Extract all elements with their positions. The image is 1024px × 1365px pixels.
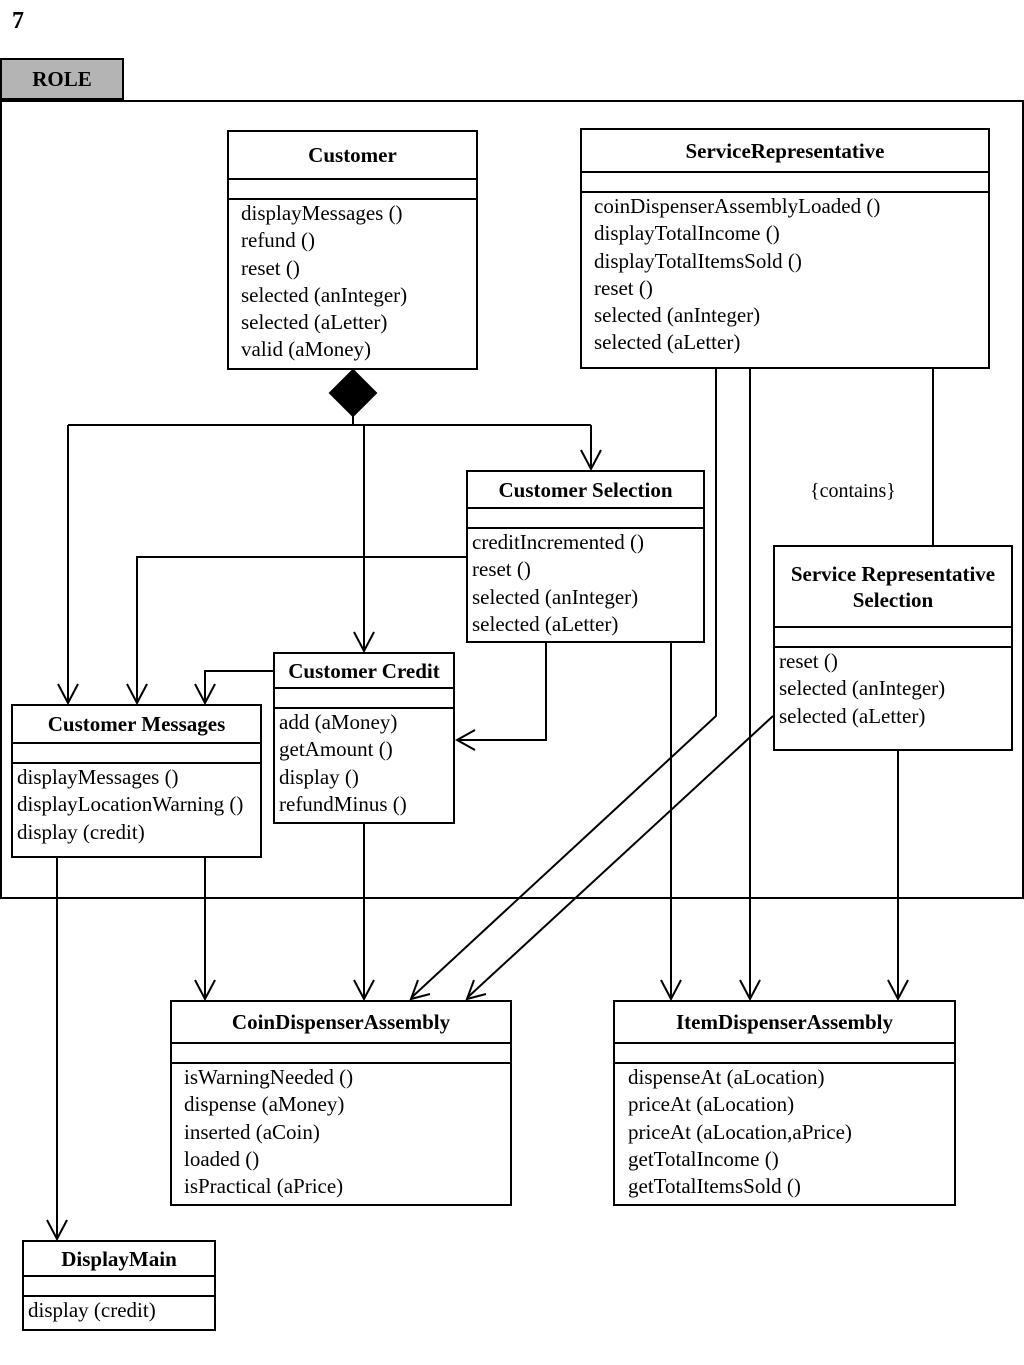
- operation: selected (anInteger): [779, 676, 946, 701]
- operation: refund (): [241, 228, 316, 253]
- attributes-compartment: [229, 180, 476, 200]
- role-tab: ROLE: [0, 58, 124, 100]
- operation: displayMessages (): [241, 201, 403, 225]
- class-customer-selection: Customer Selection creditIncremented () re…: [466, 470, 705, 643]
- attributes-compartment: [468, 509, 703, 529]
- role-boundary: [0, 100, 1024, 899]
- operation: dispense (aMoney): [184, 1092, 345, 1117]
- operations-list: displayMessages ()refund ()reset ()selec…: [229, 200, 476, 364]
- srselection-to-coin-link: [466, 715, 774, 999]
- operation: getAmount (): [279, 737, 393, 762]
- operation: selected (anInteger): [472, 584, 639, 609]
- arrowhead: [409, 979, 431, 1001]
- operations-list: reset () selected (anInteger)selected (aL…: [775, 648, 1011, 730]
- class-name: Customer Credit: [275, 654, 453, 689]
- operations-list: display (credit): [24, 1297, 214, 1324]
- operation: isPractical (aPrice): [184, 1174, 344, 1199]
- operation: priceAt (aLocation): [628, 1092, 795, 1117]
- class-name: DisplayMain: [24, 1242, 214, 1277]
- operation: selected (aLetter): [241, 310, 388, 335]
- attributes-compartment: [615, 1044, 954, 1064]
- operation: dispenseAt (aLocation): [628, 1065, 825, 1089]
- class-service-representative: ServiceRepresentative coinDispenserAssemb…: [580, 128, 990, 369]
- operation: add (aMoney): [279, 710, 398, 734]
- operation: selected (aLetter): [472, 611, 619, 636]
- class-name: ServiceRepresentative: [582, 130, 988, 173]
- operation: reset (): [779, 649, 838, 673]
- operation: coinDispenserAssemblyLoaded (): [594, 194, 881, 218]
- class-customer-credit: Customer Credit add (aMoney) getAmount ()d…: [273, 652, 455, 824]
- class-customer: Customer displayMessages () refund ()reset…: [227, 130, 478, 370]
- operation: creditIncremented (): [472, 530, 644, 554]
- operation: selected (aLetter): [594, 330, 741, 355]
- class-name: Customer Messages: [13, 706, 260, 744]
- arrowhead: [194, 683, 216, 706]
- selection-to-credit-link: [457, 643, 547, 741]
- operations-list: dispenseAt (aLocation) priceAt (aLocation…: [615, 1064, 954, 1200]
- class-service-representative-selection: Service Representative Selection reset ()…: [773, 545, 1013, 751]
- class-display-main: DisplayMain display (credit): [22, 1240, 216, 1331]
- operation: display (credit): [28, 1298, 156, 1322]
- arrowhead: [353, 979, 375, 1002]
- attributes-compartment: [275, 689, 453, 709]
- operations-list: coinDispenserAssemblyLoaded () displayTot…: [582, 193, 988, 357]
- arrowhead: [194, 979, 216, 1002]
- composition-link: [67, 416, 592, 702]
- page-number: 7: [12, 8, 24, 34]
- arrowhead: [46, 1219, 68, 1242]
- operation: priceAt (aLocation,aPrice): [628, 1119, 852, 1144]
- operation: reset (): [472, 557, 531, 582]
- class-name: Service Representative Selection: [775, 547, 1011, 628]
- arrowhead: [739, 979, 761, 1002]
- operation: selected (aLetter): [779, 703, 926, 728]
- operations-list: isWarningNeeded () dispense (aMoney)inser…: [172, 1064, 510, 1200]
- servicerep-to-coin-link: [410, 369, 717, 999]
- arrowhead: [887, 979, 909, 1002]
- operation: loaded (): [184, 1146, 260, 1171]
- operation: inserted (aCoin): [184, 1119, 320, 1144]
- class-coin-dispenser-assembly: CoinDispenserAssembly isWarningNeeded () d…: [170, 1000, 512, 1206]
- operation: displayTotalItemsSold (): [594, 248, 802, 273]
- arrowhead: [454, 729, 476, 751]
- operation: displayTotalIncome (): [594, 221, 780, 246]
- operation: display (credit): [17, 819, 145, 844]
- arrowhead: [57, 683, 79, 706]
- attributes-compartment: [13, 744, 260, 764]
- operation: getTotalItemsSold (): [628, 1174, 801, 1199]
- operation: reset (): [594, 275, 653, 300]
- operation: reset (): [241, 255, 300, 280]
- arrowhead: [126, 683, 148, 706]
- operation: selected (anInteger): [594, 303, 761, 328]
- operation: displayLocationWarning (): [17, 792, 244, 817]
- attributes-compartment: [24, 1277, 214, 1297]
- contains-constraint: {contains}: [810, 480, 896, 502]
- attributes-compartment: [775, 628, 1011, 648]
- class-name: CoinDispenserAssembly: [172, 1002, 510, 1044]
- operation: getTotalIncome (): [628, 1146, 779, 1171]
- class-item-dispenser-assembly: ItemDispenserAssembly dispenseAt (aLocati…: [613, 1000, 956, 1206]
- credit-to-messages-link: [204, 670, 273, 702]
- arrowhead: [353, 631, 375, 654]
- arrowhead: [465, 979, 487, 1001]
- selection-to-messages-link: [136, 556, 466, 702]
- operation: selected (anInteger): [241, 282, 408, 307]
- arrowhead: [660, 979, 682, 1002]
- operations-list: add (aMoney) getAmount ()display ()refund…: [275, 709, 453, 818]
- operations-list: creditIncremented () reset ()selected (an…: [468, 529, 703, 638]
- attributes-compartment: [582, 173, 988, 193]
- operations-list: displayMessages () displayLocationWarning…: [13, 764, 260, 846]
- operation: displayMessages (): [17, 765, 179, 789]
- class-name: Customer Selection: [468, 472, 703, 509]
- class-name: Customer: [229, 132, 476, 180]
- attributes-compartment: [172, 1044, 510, 1064]
- operation: isWarningNeeded (): [184, 1065, 354, 1089]
- operation: display (): [279, 764, 359, 789]
- class-name: ItemDispenserAssembly: [615, 1002, 954, 1044]
- operation: valid (aMoney): [241, 337, 372, 362]
- arrowhead: [580, 449, 602, 472]
- operation: refundMinus (): [279, 791, 407, 816]
